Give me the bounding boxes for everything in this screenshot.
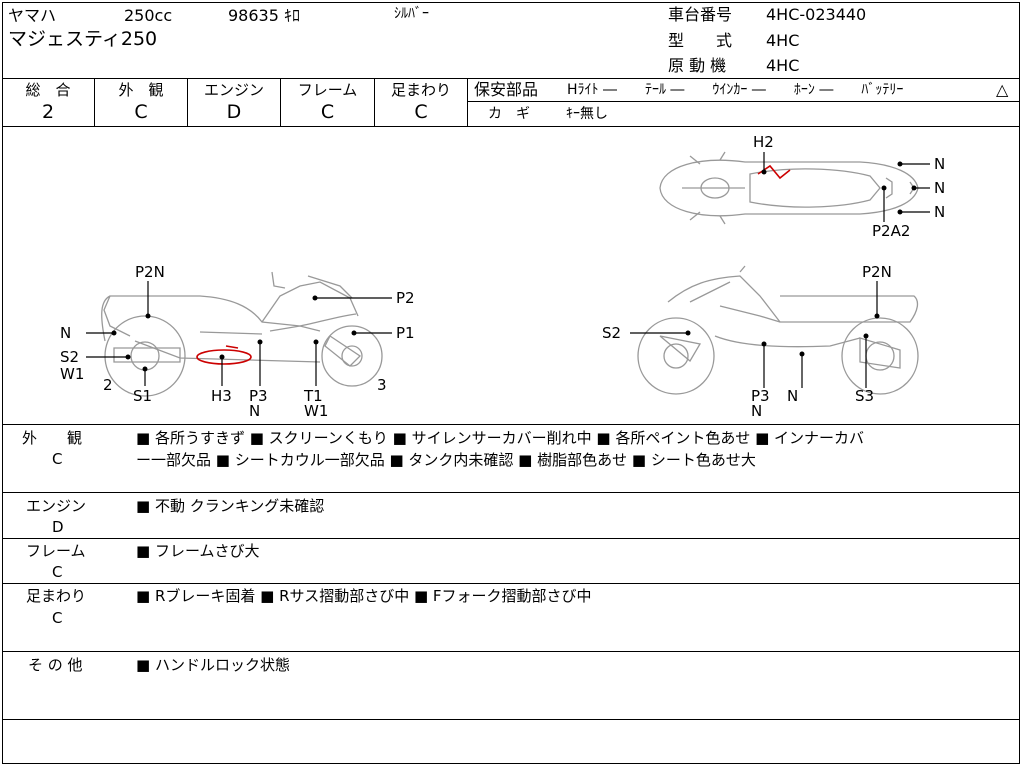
label-s3: S3 bbox=[855, 387, 874, 405]
divider bbox=[187, 78, 188, 126]
label-p3: P3 bbox=[249, 387, 268, 405]
battery-mark: △ bbox=[996, 80, 1009, 99]
frame-grade: C bbox=[320, 101, 335, 123]
label-s2: S2 bbox=[602, 324, 621, 342]
frame-label: フレーム bbox=[297, 81, 358, 99]
engine-label: エンジン bbox=[203, 81, 264, 99]
label-p2n: P2N bbox=[135, 263, 165, 281]
notes-frame-text: ■ フレームさび大 bbox=[136, 542, 260, 560]
overall-label: 総 合 bbox=[25, 81, 71, 99]
leader-dots bbox=[111, 161, 917, 372]
label-s2: S2 bbox=[60, 348, 79, 366]
label-h3: H3 bbox=[211, 387, 232, 405]
damage-diagram: H2 N N N P2A2 P2N P2 P1 N S2 W1 2 S1 H3 … bbox=[60, 133, 945, 420]
divider bbox=[2, 583, 1020, 584]
divider bbox=[374, 78, 375, 126]
notes-engine-label: エンジン bbox=[26, 497, 87, 515]
notes-exterior-label: 外 観 bbox=[22, 429, 83, 447]
label-3: 3 bbox=[377, 376, 387, 394]
engine-model-label: 原 動 機 bbox=[668, 56, 727, 75]
divider bbox=[2, 719, 1020, 720]
notes-suspension-text: ■ Rブレーキ固着 ■ Rサス摺動部さび中 ■ Fフォーク摺動部さび中 bbox=[136, 587, 592, 605]
leader-lines bbox=[86, 152, 930, 388]
notes-engine-grade: D bbox=[52, 518, 64, 536]
divider bbox=[280, 78, 281, 126]
notes-suspension-label: 足まわり bbox=[26, 587, 87, 605]
engine-model: 4HC bbox=[766, 56, 800, 75]
label-p1: P1 bbox=[396, 324, 415, 342]
label-s1: S1 bbox=[133, 387, 152, 405]
maker: ヤマハ bbox=[8, 6, 57, 25]
notes-frame-grade: C bbox=[52, 563, 63, 581]
label-2: 2 bbox=[103, 376, 113, 394]
notes-other-label: そ の 他 bbox=[28, 656, 83, 674]
notes-suspension-grade: C bbox=[52, 609, 63, 627]
safety-items: Hﾗｲﾄ ― ﾃｰﾙ ― ｳｲﾝｶｰ ― ﾎｰﾝ ― ﾊﾞｯﾃﾘｰ bbox=[567, 82, 904, 98]
exterior-grade: C bbox=[134, 101, 148, 123]
label-n: N bbox=[787, 387, 798, 405]
notes-exterior-grade: C bbox=[52, 450, 63, 468]
divider bbox=[2, 492, 1020, 493]
exterior-label: 外 観 bbox=[118, 81, 164, 99]
frame-no: 4HC-023440 bbox=[766, 5, 867, 24]
divider bbox=[2, 78, 1020, 79]
frame-no-label: 車台番号 bbox=[668, 5, 733, 24]
label-p3: P3 bbox=[751, 387, 770, 405]
label-n: N bbox=[934, 203, 945, 221]
divider bbox=[2, 126, 1020, 127]
notes-frame-label: フレーム bbox=[26, 542, 86, 560]
scooter-top-view-icon bbox=[659, 151, 919, 225]
divider bbox=[467, 78, 468, 126]
key-value: ｷｰ無し bbox=[566, 106, 608, 122]
scooter-right-view-icon bbox=[637, 265, 919, 395]
model-name: マジェスティ250 bbox=[8, 28, 158, 50]
divider bbox=[94, 78, 95, 126]
divider bbox=[2, 651, 1020, 652]
label-n: N bbox=[934, 155, 945, 173]
label-n: N bbox=[249, 402, 260, 420]
notes-other-text: ■ ハンドルロック状態 bbox=[136, 656, 290, 674]
label-n: N bbox=[60, 324, 71, 342]
displacement: 250cc bbox=[124, 6, 173, 25]
suspension-grade: C bbox=[414, 101, 428, 123]
type-label: 型 式 bbox=[668, 31, 733, 50]
suspension-label: 足まわり bbox=[390, 81, 451, 99]
type: 4HC bbox=[766, 31, 800, 50]
overall-grade: 2 bbox=[41, 101, 55, 123]
scooter-left-view-icon bbox=[101, 271, 383, 397]
damage-mark-red-icon bbox=[196, 349, 252, 365]
label-t1: T1 bbox=[303, 387, 323, 405]
label-h2: H2 bbox=[753, 133, 774, 151]
divider bbox=[2, 424, 1020, 425]
color: ｼﾙﾊﾞｰ bbox=[394, 6, 429, 22]
safety-title: 保安部品 bbox=[474, 80, 539, 99]
label-n: N bbox=[934, 179, 945, 197]
notes-exterior-line2: ー一部欠品 ■ シートカウル一部欠品 ■ タンク内未確認 ■ 樹脂部色あせ ■ … bbox=[136, 451, 756, 469]
mileage: 98635 ｷﾛ bbox=[228, 6, 300, 25]
divider bbox=[2, 538, 1020, 539]
divider bbox=[468, 101, 1020, 102]
key-label: カ ギ bbox=[488, 106, 530, 122]
label-p2a2: P2A2 bbox=[872, 222, 910, 240]
notes-exterior-line1: ■ 各所うすきず ■ スクリーンくもり ■ サイレンサーカバー削れ中 ■ 各所ペ… bbox=[136, 429, 865, 447]
label-w1: W1 bbox=[60, 365, 84, 383]
label-p2: P2 bbox=[396, 289, 415, 307]
label-n: N bbox=[751, 402, 762, 420]
notes-engine-text: ■ 不動 クランキング未確認 bbox=[136, 497, 325, 515]
label-p2n: P2N bbox=[862, 263, 892, 281]
engine-grade: D bbox=[226, 101, 242, 123]
label-w1: W1 bbox=[304, 402, 328, 420]
